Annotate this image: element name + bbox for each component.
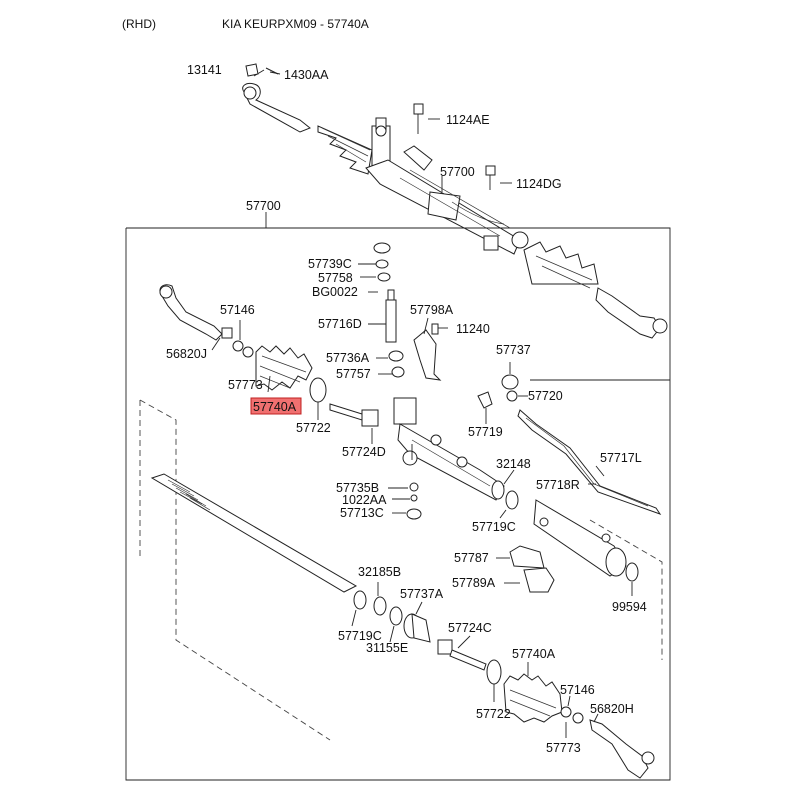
callout-57736a[interactable]: 57736A (326, 351, 370, 365)
callout-57719[interactable]: 57719 (468, 425, 503, 439)
sub-assembly-frame (125, 227, 671, 781)
callout-57146-left[interactable]: 57146 (220, 303, 255, 317)
diagram-title: KIA KEURPXM09 - 57740A (222, 17, 369, 31)
callout-32148[interactable]: 32148 (496, 457, 531, 471)
bolt-11240-part[interactable] (431, 323, 439, 335)
callout-57713c[interactable]: 57713C (340, 506, 384, 520)
callout-57737a[interactable]: 57737A (400, 587, 444, 601)
clamp-right-part[interactable] (560, 706, 572, 718)
callout-1430aa[interactable]: 1430AA (284, 68, 329, 82)
lock-nut-left-part[interactable] (221, 327, 233, 339)
bearing-57757-part[interactable] (391, 366, 405, 378)
callout-32185b[interactable]: 32185B (358, 565, 401, 579)
right-tie-rod-end-part[interactable] (589, 719, 655, 779)
boot-band-left-part[interactable] (309, 377, 327, 403)
oring-32185b-part[interactable] (373, 596, 387, 616)
complete-rack-assembly[interactable] (242, 83, 668, 339)
callout-57757[interactable]: 57757 (336, 367, 371, 381)
callout-31155e[interactable]: 31155E (366, 641, 408, 655)
plug-57713c-part[interactable] (406, 508, 422, 520)
callout-13141[interactable]: 13141 (187, 63, 222, 77)
bellows-boot-right-part[interactable] (503, 673, 563, 723)
rack-bar-part[interactable] (150, 473, 358, 593)
callout-57740a-left[interactable]: 57740A (253, 400, 297, 414)
callout-57724d[interactable]: 57724D (342, 445, 386, 459)
callout-57716d[interactable]: 57716D (318, 317, 362, 331)
callout-57773-right[interactable]: 57773 (546, 741, 581, 755)
bush-57737a-part[interactable] (403, 613, 431, 643)
callout-56820h[interactable]: 56820H (590, 702, 634, 716)
nut-57720-part[interactable] (506, 390, 518, 402)
callout-57146-right[interactable]: 57146 (560, 683, 595, 697)
seal-57719c-left-part[interactable] (353, 590, 367, 610)
callout-99594[interactable]: 99594 (612, 600, 647, 614)
spring-1022aa-part[interactable] (410, 494, 418, 502)
castle-nut-part[interactable] (245, 63, 259, 77)
callout-57722-left[interactable]: 57722 (296, 421, 331, 435)
callout-57700-box[interactable]: 57700 (246, 199, 281, 213)
callout-57717l[interactable]: 57717L (600, 451, 642, 465)
clamp-57787-part[interactable] (509, 545, 545, 569)
feed-tube-pair-part[interactable] (517, 409, 662, 515)
yoke-57735b-part[interactable] (409, 482, 419, 492)
mount-57737-part[interactable] (501, 374, 519, 390)
callout-1022aa[interactable]: 1022AA (342, 493, 387, 507)
ring-31155e-part[interactable] (389, 606, 403, 626)
callout-57700-top[interactable]: 57700 (440, 165, 475, 179)
seal-57719c-right-part[interactable] (505, 490, 519, 510)
cylinder-tube-part[interactable] (533, 499, 627, 577)
oring-99594-part[interactable] (625, 562, 639, 582)
callout-57798a[interactable]: 57798A (410, 303, 454, 317)
left-tie-rod-end-part[interactable] (159, 284, 223, 341)
boot-band-right-part[interactable] (486, 659, 502, 685)
callout-57720[interactable]: 57720 (528, 389, 563, 403)
callout-57719c-right[interactable]: 57719C (472, 520, 516, 534)
pinion-shaft-part[interactable] (385, 289, 397, 343)
bush-57719-part[interactable] (477, 391, 493, 409)
callout-57740a-right[interactable]: 57740A (512, 647, 556, 661)
callout-57718r[interactable]: 57718R (536, 478, 580, 492)
bellows-boot-left-part[interactable] (255, 345, 313, 391)
callout-57787[interactable]: 57787 (454, 551, 489, 565)
bush-57789a-part[interactable] (523, 567, 555, 593)
callout-57719c-left[interactable]: 57719C (338, 629, 382, 643)
callout-57722-right[interactable]: 57722 (476, 707, 511, 721)
bearing-bg0022-part[interactable] (377, 272, 391, 282)
cotter-pin-part[interactable] (265, 67, 279, 75)
highlight-57740a (250, 397, 302, 415)
gear-housing-part[interactable] (393, 397, 505, 501)
bolt-1124dg-part[interactable] (485, 165, 496, 176)
inner-tie-rod-upper-part[interactable] (329, 403, 379, 427)
callout-1124dg[interactable]: 1124DG (516, 177, 562, 191)
callout-57737-top[interactable]: 57737 (496, 343, 531, 357)
clamp-left-part[interactable] (232, 340, 244, 352)
callout-57789a[interactable]: 57789A (452, 576, 496, 590)
bracket-57798a-part[interactable] (413, 329, 442, 381)
callout-bg0022[interactable]: BG0022 (312, 285, 358, 299)
seal-57736a-part[interactable] (388, 350, 404, 362)
callout-57773-left[interactable]: 57773 (228, 378, 263, 392)
seal-57758-part[interactable] (375, 259, 389, 269)
oring-32148-part[interactable] (491, 480, 505, 500)
callout-57735b[interactable]: 57735B (336, 481, 379, 495)
callout-56820j[interactable]: 56820J (166, 347, 207, 361)
cap-57739c-part[interactable] (373, 242, 391, 254)
callout-11240[interactable]: 11240 (456, 322, 490, 336)
drive-side-label: (RHD) (122, 17, 156, 31)
inner-tie-rod-lower-part[interactable] (437, 639, 487, 671)
callout-57739c[interactable]: 57739C (308, 257, 352, 271)
bolt-1124ae-part[interactable] (413, 103, 424, 115)
callout-57724c[interactable]: 57724C (448, 621, 492, 635)
callout-57758[interactable]: 57758 (318, 271, 353, 285)
callout-1124ae[interactable]: 1124AE (446, 113, 490, 127)
